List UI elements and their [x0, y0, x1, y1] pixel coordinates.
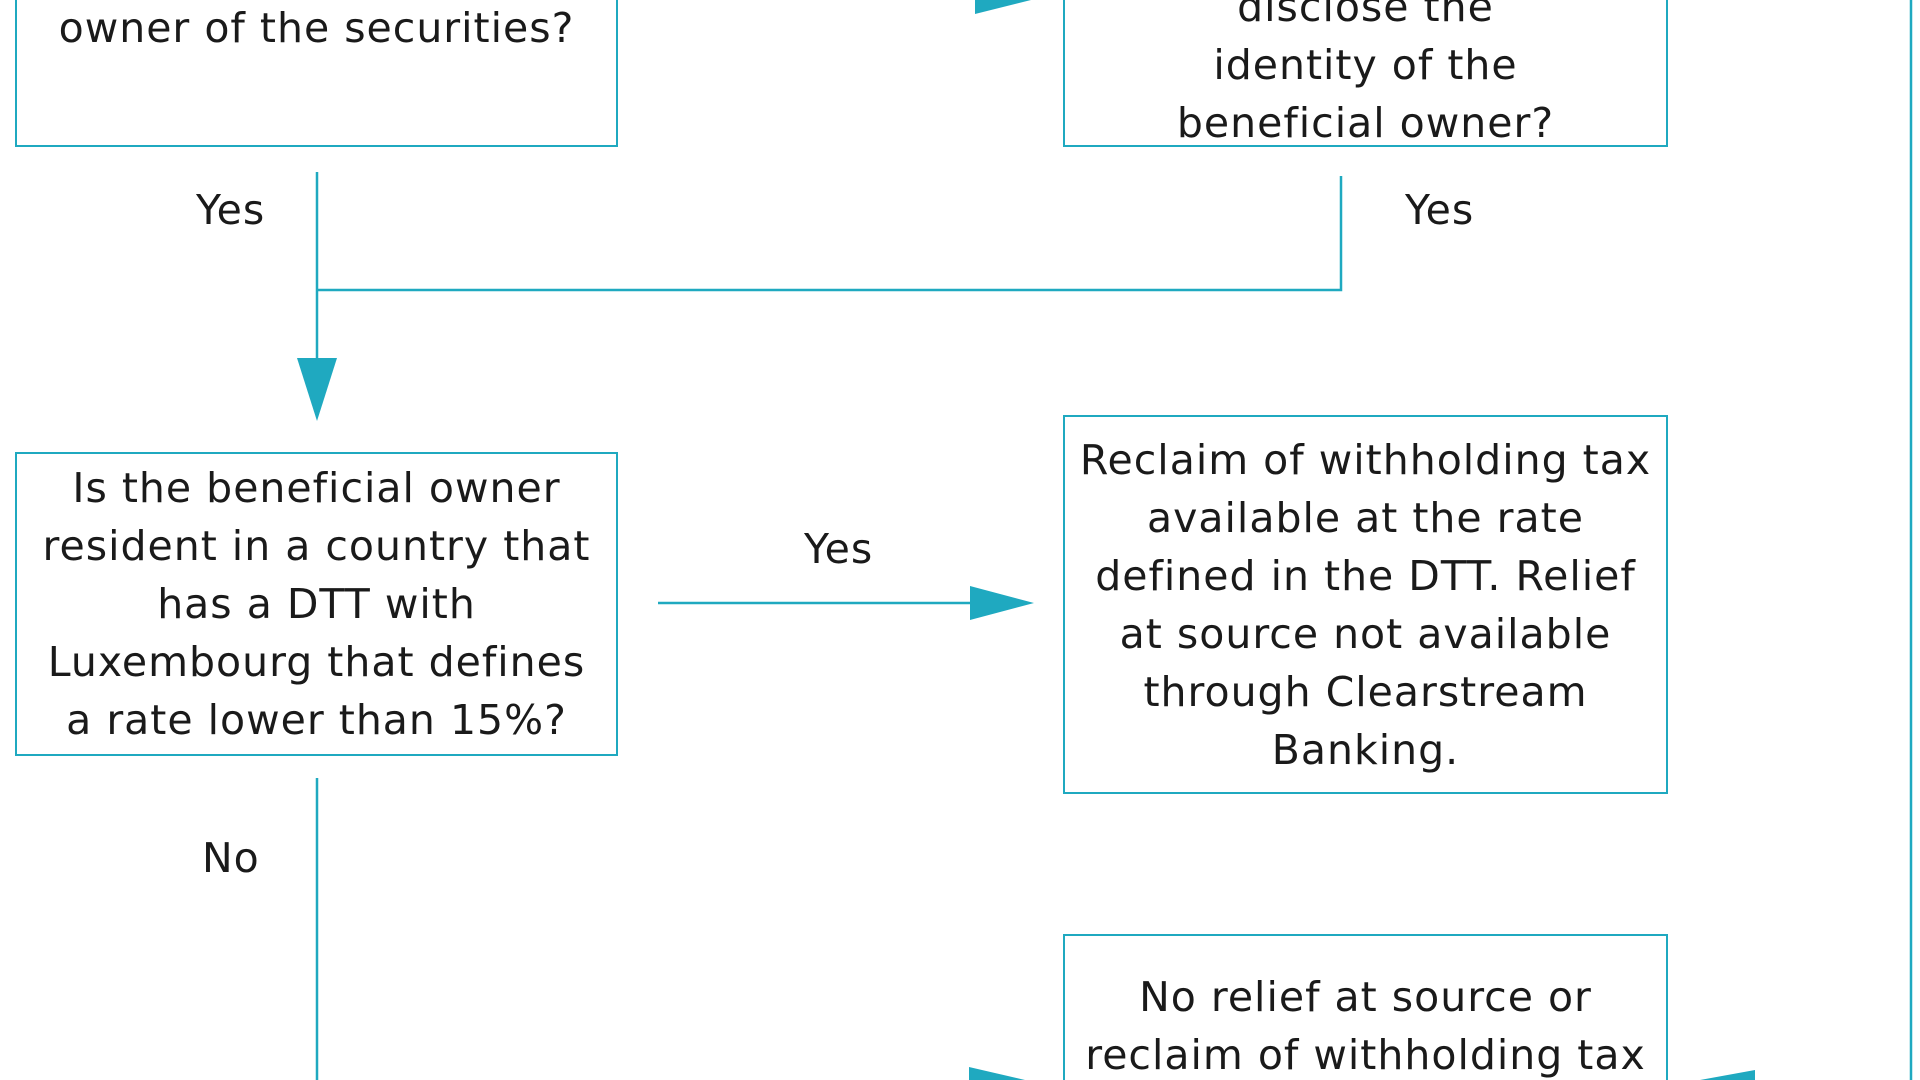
decision-box-dtt-rate: Is the beneficial owner resident in a co… [15, 452, 618, 756]
arrowhead-into-dtt-question [297, 358, 337, 421]
decision-box-text: owner of the securities? [58, 4, 575, 52]
result-box-text: No relief at source or reclaim of withho… [1085, 973, 1646, 1079]
edge-label-top-left-yes: Yes [196, 186, 266, 234]
edge-label-top-right-yes: Yes [1405, 186, 1475, 234]
result-box-no-relief: No relief at source or reclaim of withho… [1063, 934, 1668, 1080]
arrowhead-into-top-right-box [975, 0, 1031, 14]
connector-top-right-to-junction [317, 176, 1343, 292]
decision-box-beneficial-owner-securities: owner of the securities? [15, 0, 618, 147]
arrowhead-into-reclaim-result [970, 586, 1034, 620]
edge-label-dtt-no: No [202, 834, 260, 882]
arrowhead-into-no-relief-from-right [1700, 1070, 1755, 1080]
arrowhead-into-no-relief-from-left [969, 1067, 1025, 1080]
edge-label-dtt-yes: Yes [804, 525, 874, 573]
decision-box-text: Is the beneficial owner resident in a co… [42, 464, 591, 744]
result-box-reclaim-withholding-tax: Reclaim of withholding tax available at … [1063, 415, 1668, 794]
decision-box-disclose-identity: disclose the identity of the beneficial … [1063, 0, 1668, 147]
decision-box-text: disclose the identity of the beneficial … [1176, 0, 1555, 147]
result-box-text: Reclaim of withholding tax available at … [1079, 435, 1652, 774]
